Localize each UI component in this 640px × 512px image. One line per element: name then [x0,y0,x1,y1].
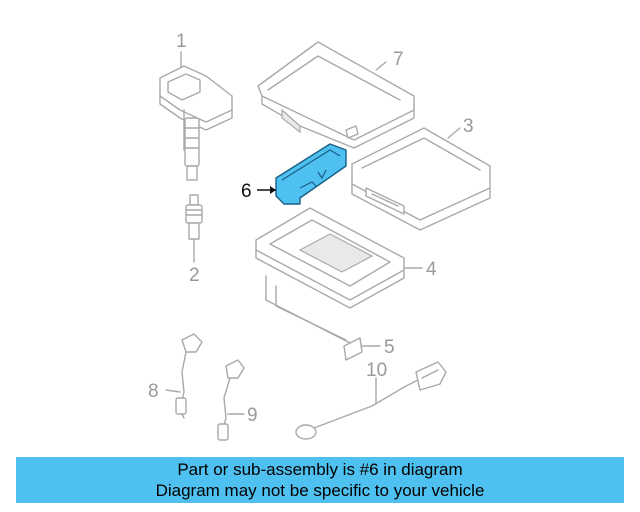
banner-line-2: Diagram may not be specific to your vehi… [155,481,485,500]
callout-5: 5 [384,337,395,358]
callout-2: 2 [189,265,200,286]
part-2-spark-plug [185,194,203,263]
callout-6: 6 [241,181,252,202]
part-9-sensor [217,359,245,441]
part-5-bracket [265,275,381,361]
callout-8: 8 [148,381,159,402]
part-1-ignition-coil [159,51,233,181]
banner-line-1: Part or sub-assembly is #6 in diagram [177,460,463,479]
part-6-highlighted-module[interactable] [275,143,347,205]
part-8-sensor [165,333,203,419]
part-10-wiring-harness [295,361,447,440]
callout-4: 4 [426,259,437,280]
callout-1: 1 [176,31,187,52]
callout-3: 3 [463,116,474,137]
parts-diagram: 1 2 7 3 6 [148,31,491,441]
callout-9: 9 [247,405,258,426]
part-7-cover [257,41,415,149]
callout-7: 7 [393,49,404,70]
callout-10: 10 [366,360,387,381]
part-4-mounting-tray [255,207,423,309]
info-banner: Part or sub-assembly is #6 in diagram Di… [16,457,624,503]
part-3-control-module [351,127,491,231]
